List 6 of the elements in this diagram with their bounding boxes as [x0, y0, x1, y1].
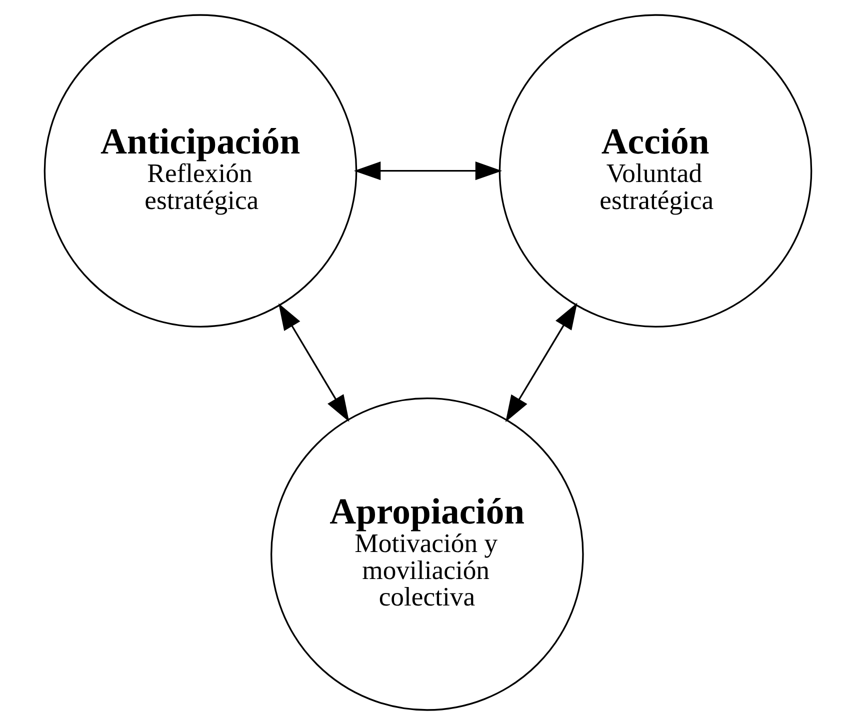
arrow: [506, 302, 578, 422]
arrow: [278, 303, 350, 422]
node-circle: Apropiación Motivación y moviliación colectiva: [270, 398, 584, 711]
node-circle: Anticipación Reflexión estratégica: [44, 14, 358, 328]
arrow: [354, 162, 502, 180]
node-circle: Acción Voluntad estratégica: [498, 14, 812, 328]
